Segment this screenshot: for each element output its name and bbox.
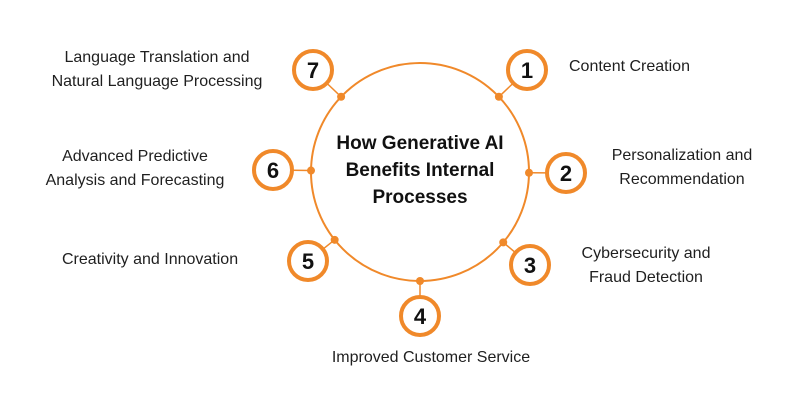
number-badge-text-3: 3 (524, 253, 536, 278)
item-label-6-line-1: Advanced Predictive (62, 148, 208, 165)
item-label-5-line-1: Creativity and Innovation (62, 251, 239, 268)
number-badge-1 (506, 49, 548, 91)
item-label-6: Advanced Predictive Analysis and Forecas… (30, 145, 240, 193)
item-label-1: Content Creation (569, 55, 690, 79)
connector-dot-6 (307, 166, 316, 175)
connector-dot-2 (524, 168, 533, 177)
item-label-7-line-2: Natural Language Processing (51, 73, 263, 90)
connector-dot-5 (330, 235, 339, 244)
number-badge-text-6: 6 (267, 158, 279, 183)
number-badge-text-1: 1 (521, 58, 533, 83)
central-title-line-1: How Generative AI (336, 133, 504, 154)
item-label-7: Language Translation and Natural Languag… (36, 46, 278, 94)
item-label-6-line-2: Analysis and Forecasting (45, 172, 225, 189)
number-badge-6 (252, 149, 294, 191)
connector-dot-7 (337, 92, 346, 101)
number-badge-5 (287, 240, 329, 282)
connector-dot-3 (499, 238, 508, 247)
item-label-3-line-2: Fraud Detection (589, 269, 703, 286)
item-label-2-line-1: Personalization and (611, 147, 753, 164)
number-badge-text-4: 4 (414, 304, 427, 329)
item-label-7-line-1: Language Translation and (64, 49, 250, 66)
item-label-3: Cybersecurity and Fraud Detection (567, 242, 725, 290)
number-badge-text-5: 5 (302, 249, 314, 274)
central-title: How Generative AI Benefits Internal Proc… (320, 130, 520, 211)
item-label-1-line-1: Content Creation (569, 58, 690, 75)
item-label-4-line-1: Improved Customer Service (331, 349, 531, 366)
item-label-2-line-2: Recommendation (619, 171, 745, 188)
central-title-line-3: Processes (372, 187, 468, 208)
item-label-4: Improved Customer Service (316, 346, 546, 370)
number-badge-text-7: 7 (307, 58, 319, 83)
number-badge-7 (292, 49, 334, 91)
item-label-5: Creativity and Innovation (62, 248, 238, 272)
number-badge-3 (509, 244, 551, 286)
connector-dot-4 (416, 277, 424, 285)
number-badge-2 (545, 152, 587, 194)
connector-dot-1 (494, 92, 503, 101)
number-badge-4 (399, 295, 441, 337)
item-label-3-line-1: Cybersecurity and (581, 245, 711, 262)
central-title-line-2: Benefits Internal (345, 160, 495, 181)
number-badge-text-2: 2 (560, 161, 572, 186)
item-label-2: Personalization and Recommendation (598, 144, 766, 192)
